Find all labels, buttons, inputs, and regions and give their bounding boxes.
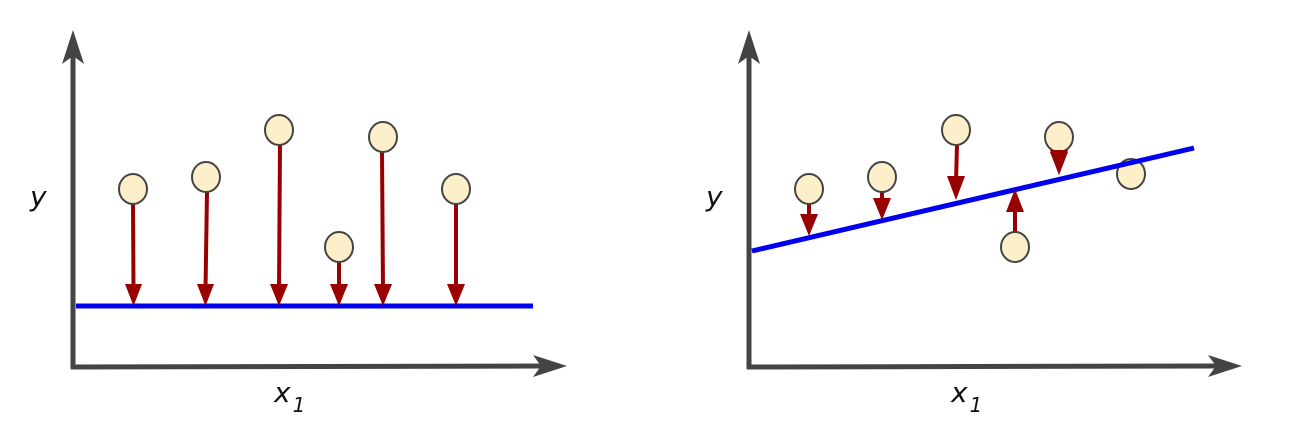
right-x-axis xyxy=(746,355,1242,377)
data-point xyxy=(794,173,824,205)
left-residuals xyxy=(125,144,465,306)
data-point xyxy=(368,121,398,153)
residual-arrow xyxy=(125,203,142,306)
left-y-axis-arrow-icon xyxy=(62,30,84,64)
residual-arrow xyxy=(330,262,348,306)
arrow-down-icon xyxy=(270,284,288,306)
arrow-down-icon xyxy=(330,284,348,306)
arrow-down-icon xyxy=(197,284,214,306)
arrow-up-icon xyxy=(1006,189,1024,212)
data-point xyxy=(941,114,971,146)
data-point xyxy=(264,114,294,146)
residual-arrow xyxy=(447,204,465,306)
residual-arrow xyxy=(947,144,965,200)
left-x-axis xyxy=(70,355,567,377)
arrow-down-icon xyxy=(447,284,465,306)
arrow-down-icon xyxy=(125,284,142,306)
arrow-down-icon xyxy=(1050,150,1068,175)
left-y-axis xyxy=(62,30,84,369)
right-regression-line xyxy=(751,145,1195,254)
right-y-axis-arrow-icon xyxy=(738,30,760,64)
residual-arrow xyxy=(873,192,891,220)
arrow-down-icon xyxy=(873,198,891,220)
left-x-axis-arrow-icon xyxy=(533,355,567,377)
data-point xyxy=(1044,121,1074,153)
right-residuals xyxy=(800,144,1068,236)
data-point xyxy=(1000,231,1030,263)
data-point xyxy=(324,231,354,263)
left-y-label: y xyxy=(29,180,47,213)
data-point xyxy=(441,173,471,205)
arrow-down-icon xyxy=(800,214,818,236)
left-data-points xyxy=(118,114,471,263)
arrow-down-icon xyxy=(947,176,965,200)
right-x-axis-arrow-icon xyxy=(1208,355,1242,377)
right-y-label: y xyxy=(705,180,723,213)
residual-arrow xyxy=(800,204,818,236)
data-point xyxy=(118,173,148,205)
right-data-points xyxy=(794,114,1074,263)
residual-arrow xyxy=(1006,189,1024,232)
data-point xyxy=(191,161,221,193)
residual-arrow xyxy=(197,191,214,306)
right-y-axis xyxy=(738,30,760,369)
arrow-down-icon xyxy=(374,284,392,306)
residual-arrow xyxy=(270,144,288,306)
data-point xyxy=(867,161,897,193)
residual-arrow xyxy=(374,151,392,306)
